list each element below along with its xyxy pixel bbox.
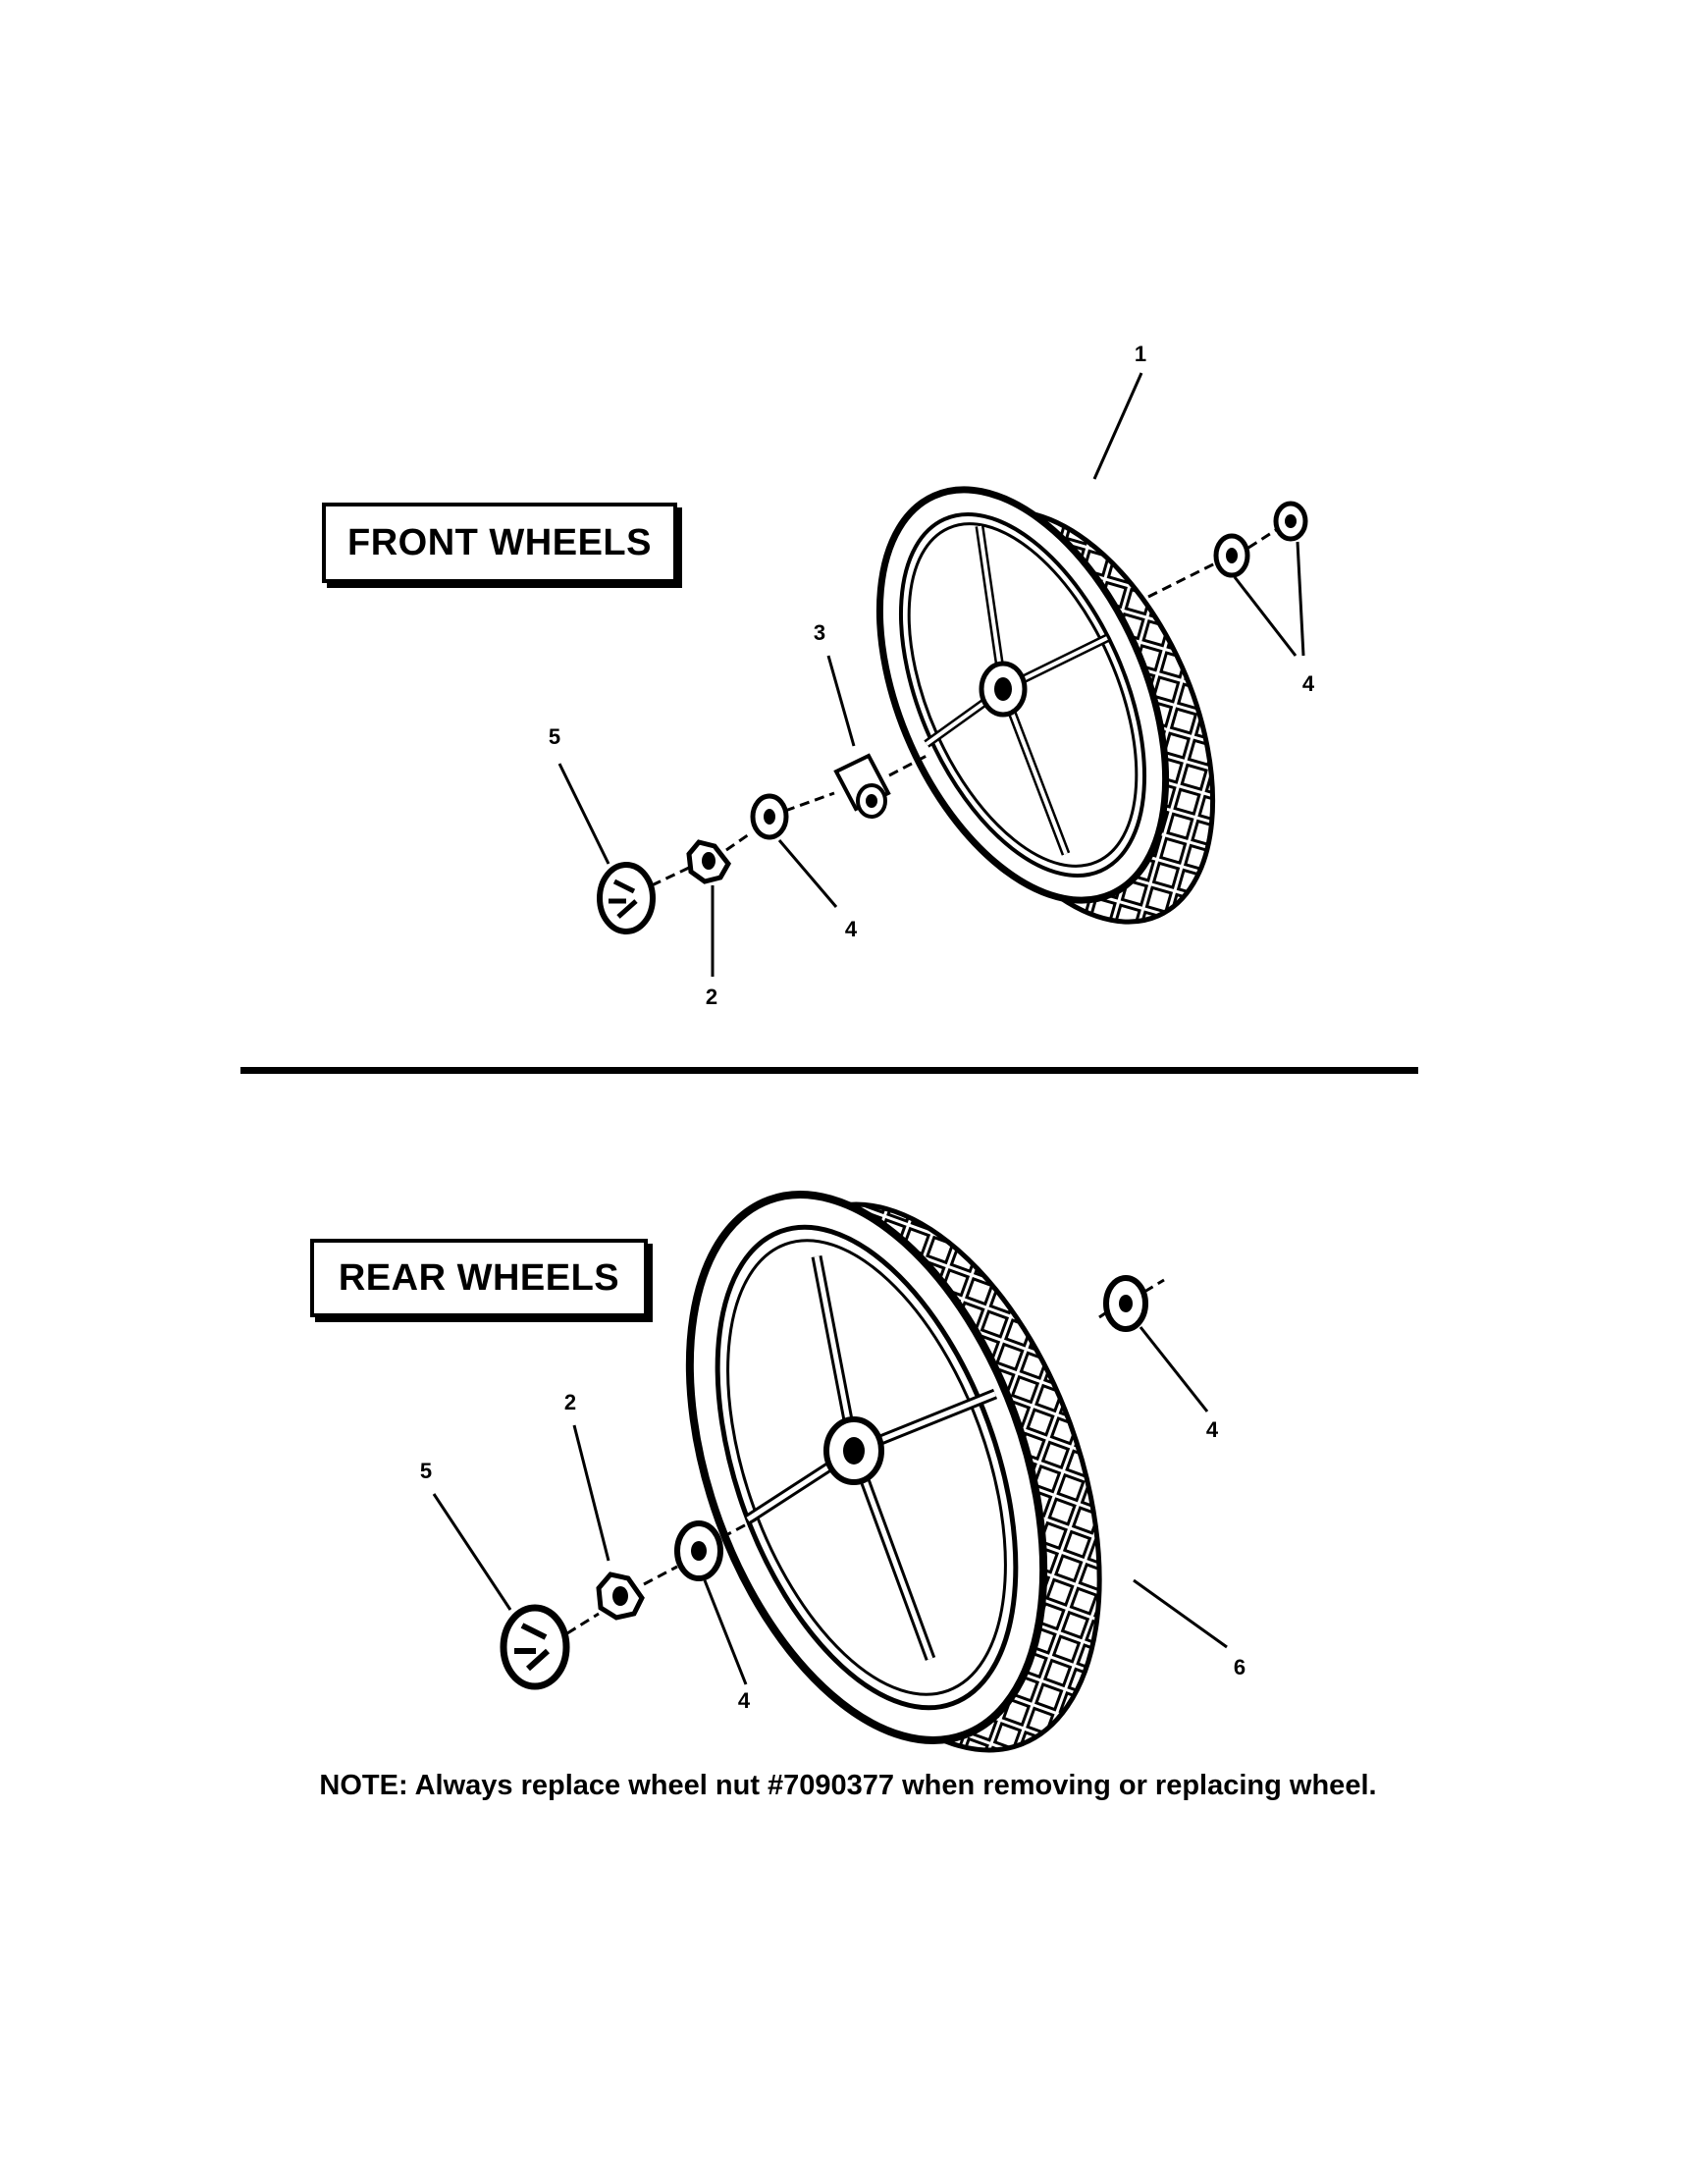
callout-front-washers-right: 4: [1301, 671, 1315, 696]
front-wheel-nut: [686, 839, 732, 884]
callout-front-spacer: 3: [813, 620, 826, 645]
front-washer-left: [750, 793, 789, 840]
rear-axis-lines: [566, 1278, 1165, 1635]
rear-washer-right: [1103, 1275, 1148, 1332]
front-washer-right-2: [1273, 501, 1308, 542]
callout-rear-hub-cap: 5: [419, 1459, 433, 1483]
front-axis-lines: [651, 528, 1277, 887]
callout-front-hub-cap: 5: [548, 724, 561, 749]
rear-wheel: [685, 1191, 1102, 1753]
rear-leader-lines: [432, 1326, 1228, 1685]
front-leader-lines: [557, 372, 1305, 977]
callout-rear-washer-right: 4: [1205, 1417, 1219, 1442]
front-spacer: [833, 753, 891, 819]
callout-rear-nut: 2: [563, 1390, 577, 1414]
rear-washer-left: [674, 1520, 723, 1581]
front-wheels-label: FRONT WHEELS: [322, 503, 677, 583]
callout-rear-washer-left: 4: [737, 1688, 751, 1713]
callout-front-wheel: 1: [1134, 342, 1147, 366]
front-washer-right-1: [1213, 533, 1250, 578]
rear-wheel-nut: [596, 1571, 645, 1621]
replacement-note: NOTE: Always replace wheel nut #7090377 …: [319, 1770, 1377, 1801]
front-hub-cap: [597, 862, 656, 934]
front-wheel: [875, 486, 1216, 925]
section-divider-line: [240, 1067, 1418, 1074]
callout-front-nut: 2: [705, 985, 718, 1009]
callout-rear-wheel: 6: [1233, 1655, 1246, 1679]
callout-front-washer-left: 4: [844, 917, 858, 941]
rear-hub-cap: [500, 1604, 570, 1690]
rear-wheels-label: REAR WHEELS: [310, 1239, 648, 1317]
